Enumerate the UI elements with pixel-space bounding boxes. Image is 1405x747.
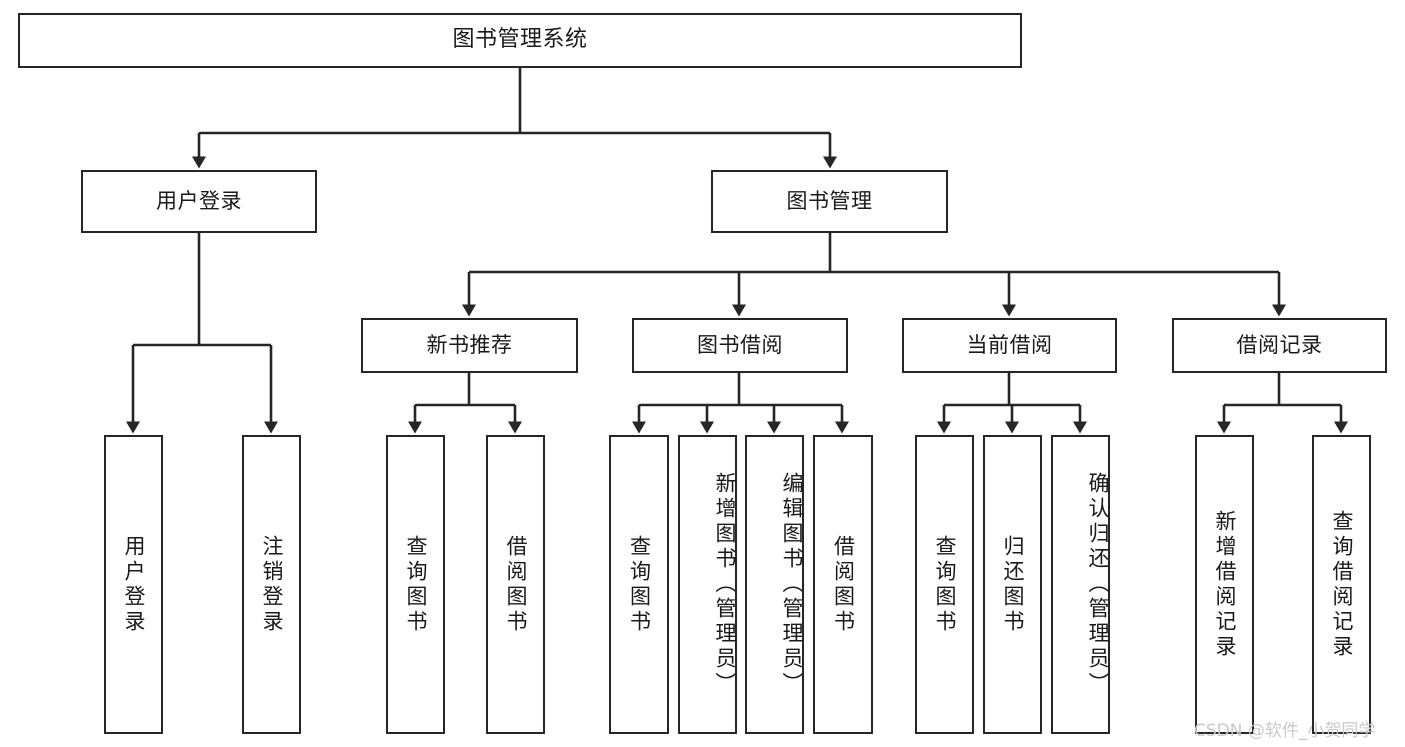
leaf-return-book[interactable]: 归还图书: [983, 435, 1042, 734]
leaf-query-book-3[interactable]: 查询图书: [915, 435, 974, 734]
node-book-manage[interactable]: 图书管理: [711, 170, 948, 233]
node-book-borrow[interactable]: 图书借阅: [632, 318, 848, 373]
leaf-user-login[interactable]: 用户登录: [104, 435, 163, 734]
leaf-edit-book-admin[interactable]: 编辑图书（管理员）: [745, 435, 804, 734]
node-user-login[interactable]: 用户登录: [81, 170, 317, 233]
node-root[interactable]: 图书管理系统: [18, 13, 1022, 68]
leaf-add-borrow-record[interactable]: 新增借阅记录: [1195, 435, 1254, 734]
leaf-add-book-admin[interactable]: 新增图书（管理员）: [678, 435, 737, 734]
leaf-borrow-book-2[interactable]: 借阅图书: [813, 435, 873, 734]
csdn-watermark: CSDN @软件_小贺同学: [1194, 721, 1376, 741]
leaf-query-book-1[interactable]: 查询图书: [386, 435, 445, 734]
node-current-borrow[interactable]: 当前借阅: [902, 318, 1117, 373]
leaf-query-book-2[interactable]: 查询图书: [609, 435, 669, 734]
leaf-query-borrow-record[interactable]: 查询借阅记录: [1312, 435, 1371, 734]
leaf-logout[interactable]: 注销登录: [242, 435, 301, 734]
leaf-confirm-return-admin[interactable]: 确认归还（管理员）: [1051, 435, 1110, 734]
leaf-borrow-book-1[interactable]: 借阅图书: [486, 435, 545, 734]
node-new-book-recommendation[interactable]: 新书推荐: [361, 318, 578, 373]
node-borrow-record[interactable]: 借阅记录: [1172, 318, 1387, 373]
